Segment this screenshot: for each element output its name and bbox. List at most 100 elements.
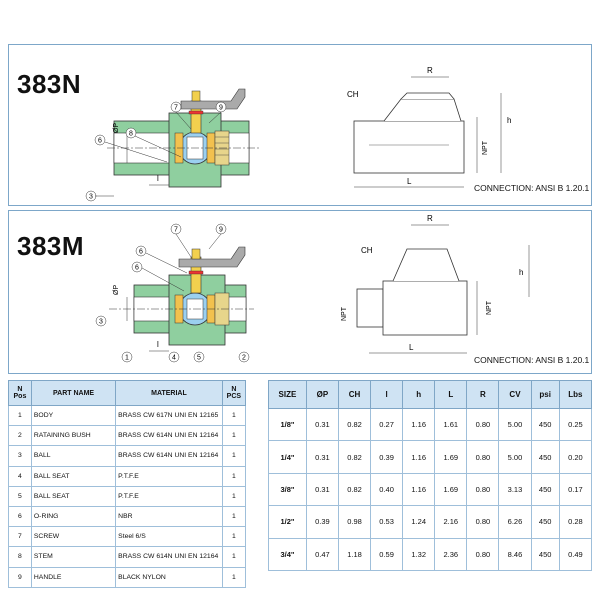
size-cell: 0.28 bbox=[558, 505, 593, 539]
size-cell: 1.16 bbox=[402, 407, 436, 442]
callout-number: 4 bbox=[172, 355, 176, 362]
size-cell: 0.82 bbox=[337, 407, 372, 442]
size-cell: 8.46 bbox=[498, 537, 532, 571]
panel-383n: 383N CONNECTION: ANSI B 1.20.1 ØP l bbox=[8, 44, 592, 206]
callout-number: 5 bbox=[197, 355, 201, 362]
size-header: CH bbox=[337, 380, 372, 409]
cell-name: HANDLE bbox=[30, 566, 117, 588]
callout-number: 8 bbox=[129, 131, 133, 138]
connection-note-383m: CONNECTION: ANSI B 1.20.1 bbox=[474, 355, 590, 365]
dim-ch-383m: CH bbox=[361, 246, 373, 255]
size-cell: 450 bbox=[530, 505, 560, 539]
size-cell: 1.61 bbox=[434, 407, 468, 442]
cell-pcs: 1 bbox=[221, 546, 247, 568]
cell-name: O-RING bbox=[30, 505, 117, 528]
size-header: l bbox=[370, 380, 404, 409]
cell-pcs: 1 bbox=[221, 404, 247, 427]
size-cell: 0.98 bbox=[337, 505, 372, 539]
size-cell: 3.13 bbox=[498, 472, 532, 507]
size-cell: 0.25 bbox=[558, 407, 593, 442]
size-cell: 0.31 bbox=[305, 407, 339, 442]
size-cell: 1/4" bbox=[268, 440, 307, 474]
size-cell: 0.80 bbox=[466, 440, 500, 474]
cell-pos: 8 bbox=[8, 546, 32, 568]
size-cell: 0.53 bbox=[370, 505, 404, 539]
cell-material: BRASS CW 614N UNI EN 12164 bbox=[115, 445, 223, 467]
size-cell: 1/8" bbox=[268, 407, 307, 442]
size-cell: 0.49 bbox=[558, 537, 593, 571]
size-cell: 0.80 bbox=[466, 407, 500, 442]
dim-L-383m: L bbox=[409, 343, 414, 352]
dim-l-small-383n: l bbox=[157, 174, 159, 183]
dim-r-383n: R bbox=[427, 66, 433, 75]
size-cell: 0.47 bbox=[305, 537, 339, 571]
cell-pos: 2 bbox=[8, 425, 32, 447]
callout-number: 1 bbox=[125, 355, 129, 362]
size-cell: 1.16 bbox=[402, 472, 436, 507]
header-part-name: PART NAME bbox=[30, 380, 117, 406]
cell-material: BLACK NYLON bbox=[115, 566, 223, 588]
size-cell: 1.18 bbox=[337, 537, 372, 571]
cell-name: BODY bbox=[30, 404, 117, 427]
size-cell: 450 bbox=[530, 407, 560, 442]
cell-name: SCREW bbox=[30, 526, 117, 548]
dim-h-383n: h bbox=[507, 116, 511, 125]
dim-phi-p-383m: ØP bbox=[113, 285, 120, 295]
callouts-383n bbox=[85, 101, 227, 202]
size-cell: 0.31 bbox=[305, 472, 339, 507]
model-title-383n: 383N bbox=[17, 69, 82, 99]
size-cell: 5.00 bbox=[498, 407, 532, 442]
size-cell: 0.17 bbox=[558, 472, 593, 507]
size-cell: 450 bbox=[530, 472, 560, 507]
handle bbox=[180, 88, 246, 110]
cell-pos: 4 bbox=[8, 465, 32, 487]
size-cell: 1.32 bbox=[402, 537, 436, 571]
header-material: MATERIAL bbox=[115, 380, 223, 406]
cell-name: STEM bbox=[30, 546, 117, 568]
size-cell: 5.00 bbox=[498, 440, 532, 474]
callout-number: 9 bbox=[219, 105, 223, 112]
model-title-383m: 383M bbox=[17, 231, 85, 261]
dim-L-383n: L bbox=[407, 177, 412, 186]
size-cell: 3/8" bbox=[268, 472, 307, 507]
size-cell: 0.39 bbox=[305, 505, 339, 539]
callout-number: 3 bbox=[99, 319, 103, 326]
cell-pcs: 1 bbox=[221, 485, 247, 507]
size-header: ØP bbox=[305, 380, 339, 409]
size-header: CV bbox=[498, 380, 532, 409]
size-cell: 1.24 bbox=[402, 505, 436, 539]
size-cell: 6.26 bbox=[498, 505, 532, 539]
size-cell: 1.16 bbox=[402, 440, 436, 474]
dim-npt-left-383m: NPT bbox=[341, 306, 348, 321]
cell-pos: 1 bbox=[8, 404, 32, 427]
cell-pos: 5 bbox=[8, 485, 32, 507]
size-cell: 0.82 bbox=[337, 440, 372, 474]
callout-number: 6 bbox=[139, 249, 143, 256]
cell-name: RATAINING BUSH bbox=[30, 425, 117, 447]
cell-material: BRASS CW 617N UNI EN 12165 bbox=[115, 404, 223, 427]
cell-material: BRASS CW 614N UNI EN 12164 bbox=[115, 546, 223, 568]
cell-name: BALL SEAT bbox=[30, 485, 117, 507]
size-header: SIZE bbox=[268, 380, 307, 409]
dim-l-small-383m: l bbox=[157, 340, 159, 349]
cell-pcs: 1 bbox=[221, 505, 247, 528]
size-cell: 1/2" bbox=[268, 505, 307, 539]
size-cell: 0.80 bbox=[466, 472, 500, 507]
callout-number: 2 bbox=[242, 355, 246, 362]
cell-pos: 9 bbox=[8, 566, 32, 588]
size-header: Lbs bbox=[558, 380, 593, 409]
cell-pcs: 1 bbox=[221, 566, 247, 588]
size-cell: 1.69 bbox=[434, 440, 468, 474]
dim-phi-p-383n: ØP bbox=[113, 123, 120, 133]
cell-material: NBR bbox=[115, 505, 223, 528]
cell-pos: 3 bbox=[8, 445, 32, 467]
